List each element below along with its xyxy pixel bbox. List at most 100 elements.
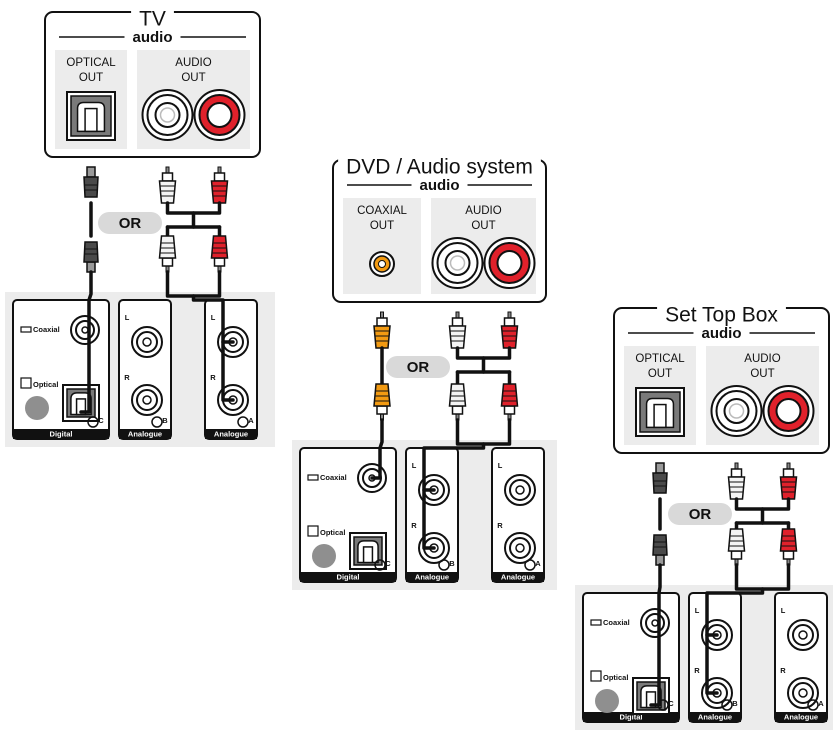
white-plug-bottom: [158, 235, 177, 273]
optical-out-label: OPTICAL: [66, 57, 116, 69]
optical-out-label: OPTICAL: [635, 353, 685, 365]
analogue-cable-to-left: [422, 442, 486, 492]
or-badge-0: OR: [98, 212, 162, 234]
right-channel-label: R: [411, 521, 417, 530]
out-label: OUT: [79, 72, 103, 84]
audio-out-red-jack: [483, 237, 536, 289]
right-channel-label: R: [780, 666, 786, 675]
analogue-cable-to-left: [191, 294, 235, 344]
right-channel-label: R: [124, 373, 130, 382]
or-badge-1: OR: [386, 356, 450, 378]
or-label: OR: [689, 506, 712, 523]
optical-dust-cap: [595, 689, 619, 713]
analogue-board-a: Analogue L R A: [774, 592, 828, 723]
corner-label: B: [732, 699, 738, 708]
audio-out-label: AUDIO: [465, 205, 501, 217]
audio-subtitle: audio: [133, 29, 173, 46]
out-label: OUT: [370, 220, 394, 232]
optical-input-port: [349, 532, 387, 570]
corner-label: B: [162, 416, 168, 425]
out-label: OUT: [181, 72, 205, 84]
corner-c-label: C: [385, 559, 391, 568]
analogue-cable-to-left: [705, 587, 765, 637]
left-channel-label: L: [498, 461, 503, 470]
audio-subtitle: audio: [420, 177, 460, 194]
digital-cable-into-jack: [79, 270, 93, 414]
audio-out-red-jack: [193, 89, 246, 141]
optical-input-label: Optical: [320, 528, 345, 537]
digital-label: Digital: [50, 430, 73, 439]
source-title: Set Top Box: [665, 304, 778, 327]
corner-label: A: [535, 559, 541, 568]
coaxial-input-label: Coaxial: [320, 473, 347, 482]
optical-input-label: Optical: [33, 380, 58, 389]
optical-dust-cap: [312, 544, 336, 568]
left-channel-label: L: [412, 461, 417, 470]
source-title: TV: [139, 8, 166, 31]
analogue-label: Analogue: [214, 430, 248, 439]
analogue-board-b: Analogue L R B: [118, 299, 172, 440]
analogue-board-b: Analogue L R B: [405, 447, 459, 583]
analogue-label: Analogue: [784, 713, 818, 722]
coaxial-input-label: Coaxial: [603, 618, 630, 627]
optical-input-icon: [590, 670, 602, 682]
left-channel-label: L: [781, 606, 786, 615]
corner-label: B: [449, 559, 455, 568]
red-plug-bottom: [500, 383, 519, 421]
digital-cable-into-jack: [370, 418, 384, 480]
left-channel-label: L: [125, 313, 130, 322]
digital-plug-bottom: [652, 534, 668, 566]
white-plug-top: [158, 166, 177, 204]
white-plug-bottom: [727, 528, 746, 566]
optical-out-port: [635, 387, 685, 437]
right-channel-label: R: [210, 373, 216, 382]
red-plug-top: [210, 166, 229, 204]
left-channel-label: L: [695, 606, 700, 615]
analogue-label: Analogue: [501, 573, 535, 582]
optical-out-port: [66, 91, 116, 141]
optical-dust-cap: [25, 396, 49, 420]
white-plug-top: [448, 311, 467, 349]
analogue-cable-to-right: [422, 488, 436, 550]
or-label: OR: [407, 359, 430, 376]
corner-c-label: C: [98, 416, 104, 425]
or-badge-2: OR: [668, 503, 732, 525]
red-plug-top: [779, 462, 798, 500]
coaxial-input-icon: [307, 474, 319, 481]
analogue-label: Analogue: [128, 430, 162, 439]
right-channel-label: R: [694, 666, 700, 675]
analogue-cable-to-right: [221, 340, 235, 402]
analogue-label: Analogue: [698, 713, 732, 722]
audio-out-red-jack: [762, 385, 815, 437]
analogue-cable-to-right: [705, 633, 719, 695]
source-title: DVD / Audio system: [346, 156, 533, 179]
optical-input-port: [62, 384, 100, 422]
audio-out-label: AUDIO: [744, 353, 780, 365]
analogue-board-a: Analogue L R A: [491, 447, 545, 583]
white-plug-bottom: [448, 383, 467, 421]
digital-label: Digital: [620, 713, 643, 722]
red-plug-bottom: [210, 235, 229, 273]
right-channel-label: R: [497, 521, 503, 530]
analogue-label: Analogue: [415, 573, 449, 582]
coaxial-out-port: [369, 251, 395, 277]
corner-label: A: [818, 699, 824, 708]
out-label: OUT: [648, 368, 672, 380]
digital-plug-top: [373, 311, 391, 349]
optical-input-label: Optical: [603, 673, 628, 682]
audio-subtitle: audio: [702, 325, 742, 342]
corner-c-label: C: [668, 699, 674, 708]
digital-label: Digital: [337, 573, 360, 582]
digital-plug-bottom: [83, 241, 99, 273]
audio-out-label: AUDIO: [175, 57, 211, 69]
or-label: OR: [119, 215, 142, 232]
receiver-panel-2: DigitalCoaxialOpticalCAnalogueLRBAnalogu…: [575, 585, 833, 730]
coaxial-input-icon: [20, 326, 32, 333]
optical-input-port: [632, 677, 670, 715]
audio-out-white-jack: [710, 385, 763, 437]
